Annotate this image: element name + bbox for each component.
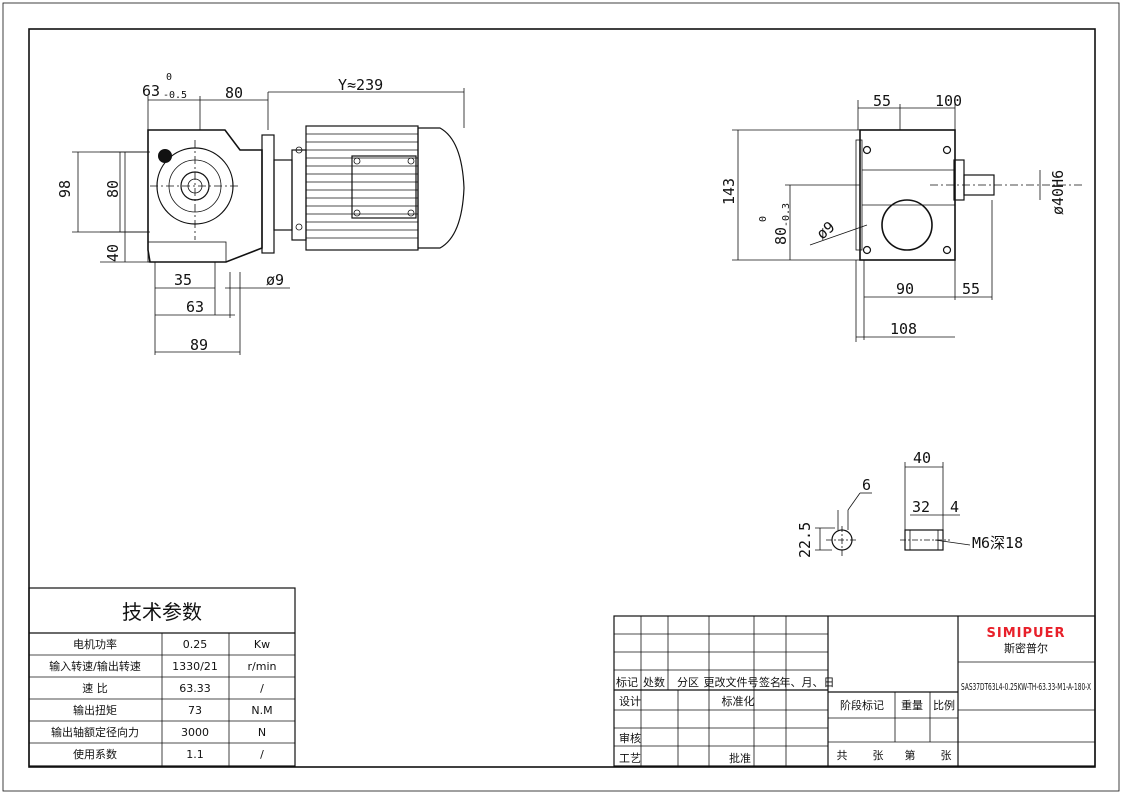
- row-unit: N: [258, 726, 266, 739]
- dim-6: 6: [862, 476, 871, 494]
- dim-98: 98: [56, 180, 74, 198]
- label-process: 工艺: [619, 752, 641, 765]
- label-standardize: 标准化: [722, 694, 755, 708]
- col-zone: 分区: [677, 676, 699, 689]
- dim-63-bottom: 63: [186, 298, 204, 316]
- dim-100: 100: [935, 92, 962, 110]
- row-label: 使用系数: [73, 748, 117, 761]
- front-view: 55 100 143 80 0 -0.3 ø9 ø40H6 90 55 108: [720, 92, 1085, 342]
- dim-55-bottom: 55: [962, 280, 980, 298]
- row-value: 1330/21: [172, 660, 218, 673]
- dim-90: 90: [896, 280, 914, 298]
- dim-22-5: 22.5: [796, 522, 814, 558]
- dim-hole-9-right: ø9: [813, 218, 838, 243]
- row-unit: Kw: [254, 638, 270, 651]
- col-mark: 标记: [616, 675, 638, 689]
- dim-bore: ø40H6: [1049, 170, 1067, 215]
- dim-80-tol-lower: -0.3: [781, 203, 792, 227]
- label-stage-mark: 阶段标记: [840, 698, 884, 712]
- dim-y239: Y≈239: [338, 76, 383, 94]
- dim-63-tol-lower: -0.5: [163, 90, 187, 101]
- tech-table-title: 技术参数: [122, 600, 202, 624]
- tech-params-table: 技术参数 电机功率 0.25 Kw 输入转速/输出转速 1330/21 r/mi…: [28, 587, 296, 767]
- dim-35: 35: [174, 271, 192, 289]
- row-unit: r/min: [248, 660, 277, 673]
- col-date: 年、月、日: [780, 675, 835, 689]
- dim-80-tol-upper: 0: [758, 216, 769, 222]
- dim-55-top: 55: [873, 92, 891, 110]
- col-change-doc: 更改文件号: [704, 675, 759, 689]
- fan-cover: [417, 127, 465, 249]
- col-signature: 签名: [759, 675, 781, 689]
- dim-80: 80: [772, 227, 790, 245]
- label-sheet-unit: 张: [941, 749, 952, 762]
- label-sheets: 张: [873, 749, 884, 762]
- shaft-end-detail: 6 22.5: [796, 476, 872, 558]
- shaft-side-detail: 40 32 4 M6深18: [900, 449, 1023, 552]
- model-number: SAS37DT63L4-0.25KW-TH-63.33-M1-A-180-X: [961, 682, 1091, 693]
- dim-89: 89: [190, 336, 208, 354]
- dim-63: 63: [142, 82, 160, 100]
- row-label: 电机功率: [73, 637, 117, 651]
- dim-63-tol-upper: 0: [166, 72, 172, 83]
- row-label: 输出扭矩: [73, 703, 117, 717]
- row-value: 63.33: [179, 682, 211, 695]
- label-review: 审核: [619, 731, 641, 745]
- label-weight: 重量: [901, 698, 923, 712]
- side-view: 63 0 -0.5 80 Y≈239 98 80 40 35 63 89 ø9: [56, 72, 465, 355]
- dim-80-side: 80: [104, 180, 122, 198]
- label-total: 共: [837, 749, 848, 762]
- dim-hole-9: ø9: [266, 271, 284, 289]
- row-label: 输入转速/输出转速: [49, 659, 141, 673]
- dim-32: 32: [912, 498, 930, 516]
- brand-logo-en: SIMIPUER: [987, 626, 1066, 641]
- label-approve: 批准: [729, 751, 751, 765]
- thread-callout: M6深18: [972, 534, 1023, 552]
- row-value: 73: [188, 704, 202, 717]
- dim-143: 143: [720, 178, 738, 205]
- row-value: 3000: [181, 726, 209, 739]
- row-label: 输出轴额定径向力: [51, 725, 139, 739]
- dim-4: 4: [950, 498, 959, 516]
- motor-body: [305, 125, 419, 251]
- label-sheet-no: 第: [905, 748, 916, 762]
- brand-logo-cn: 斯密普尔: [1004, 641, 1048, 655]
- row-unit: /: [260, 748, 264, 761]
- row-label: 速 比: [82, 682, 108, 695]
- hollow-bore: [881, 199, 933, 251]
- dim-80-top: 80: [225, 84, 243, 102]
- col-count: 处数: [643, 676, 665, 689]
- housing-front: [859, 129, 956, 261]
- row-value: 0.25: [183, 638, 208, 651]
- label-scale: 比例: [933, 698, 955, 712]
- dim-40: 40: [104, 244, 122, 262]
- row-value: 1.1: [186, 748, 204, 761]
- dim-108: 108: [890, 320, 917, 338]
- inner-border: [28, 28, 1096, 768]
- terminal-box: [351, 155, 417, 219]
- oil-plug-icon: [158, 149, 172, 163]
- row-unit: /: [260, 682, 264, 695]
- dim-40-detail: 40: [913, 449, 931, 467]
- motor-fins: [306, 133, 418, 239]
- row-unit: N.M: [251, 704, 272, 717]
- title-block: 标记 处数 分区 更改文件号 签名 年、月、日 设计 标准化 审核 工艺 批准 …: [613, 615, 1096, 767]
- label-design: 设计: [619, 695, 641, 708]
